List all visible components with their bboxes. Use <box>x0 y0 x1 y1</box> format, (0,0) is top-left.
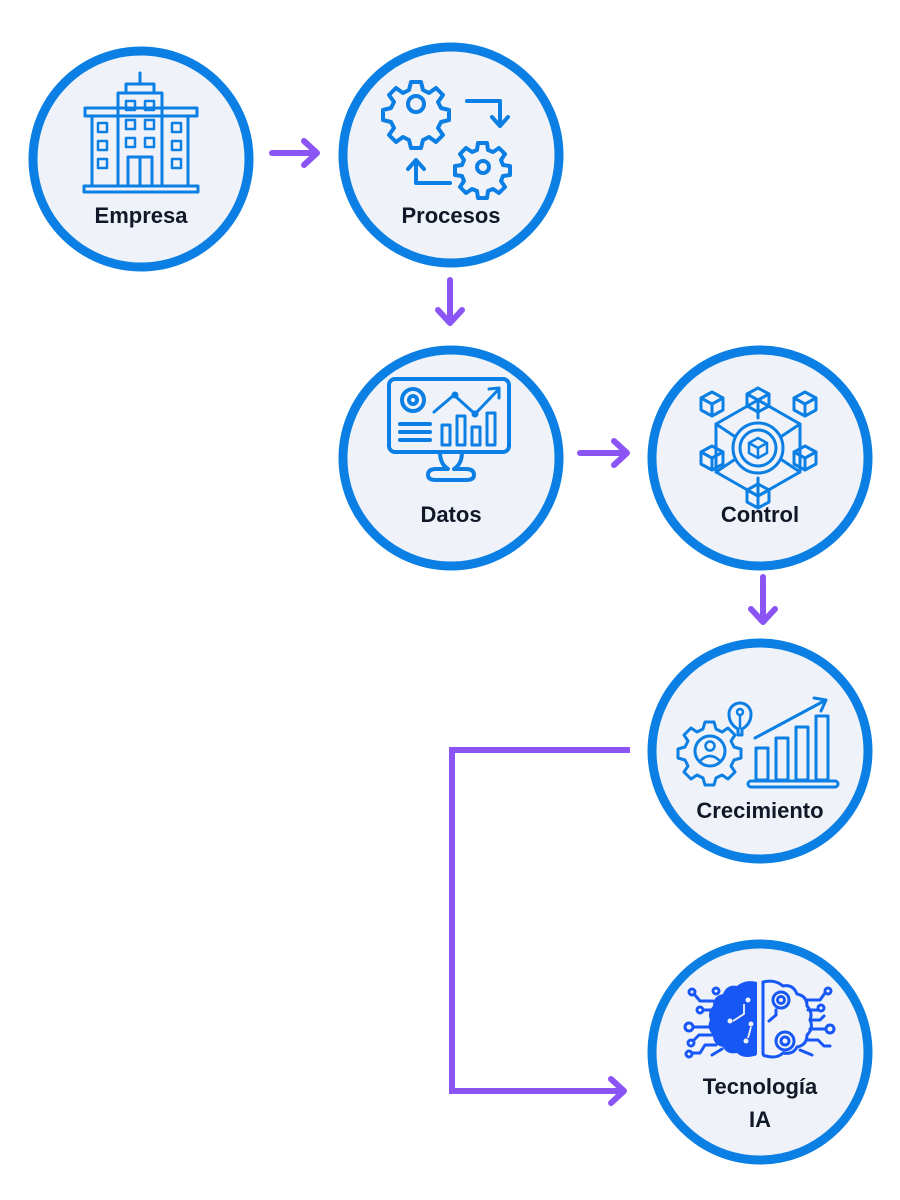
arrow-datos-to-control <box>577 438 630 468</box>
node-crecimiento[interactable]: Crecimiento <box>647 638 873 864</box>
node-circle <box>338 42 564 268</box>
arrow-crecimiento-to-tecnologia <box>449 747 630 1106</box>
node-circle <box>338 345 564 571</box>
node-label: Datos <box>420 502 481 527</box>
node-empresa[interactable]: Empresa <box>28 46 254 272</box>
arrow-empresa-to-procesos <box>269 138 320 168</box>
node-procesos[interactable]: Procesos <box>338 42 564 268</box>
analytics-monitor-icon <box>387 377 511 482</box>
node-label-line2: IA <box>749 1107 771 1132</box>
node-label: Control <box>721 502 799 527</box>
node-circle <box>647 939 873 1165</box>
node-label: Empresa <box>95 203 189 228</box>
circuit-lines-left <box>683 986 724 1059</box>
office-building-icon <box>82 71 200 194</box>
node-label: Crecimiento <box>696 798 823 823</box>
node-tecnologia-ia[interactable]: Tecnología IA <box>647 939 873 1165</box>
node-label-line1: Tecnología <box>703 1074 818 1099</box>
arrow-procesos-to-datos <box>435 277 465 326</box>
arrow-control-to-crecimiento <box>748 574 778 625</box>
node-circle <box>647 638 873 864</box>
circuit-lines-right <box>798 986 836 1057</box>
satellite-cubes <box>699 386 818 510</box>
gears-cycle-icon <box>381 80 512 200</box>
growth-chart-icon <box>676 696 840 789</box>
node-label: Procesos <box>401 203 500 228</box>
ai-brain-icon <box>683 979 836 1059</box>
node-datos[interactable]: Datos <box>338 345 564 571</box>
node-control[interactable]: Control <box>647 345 873 571</box>
